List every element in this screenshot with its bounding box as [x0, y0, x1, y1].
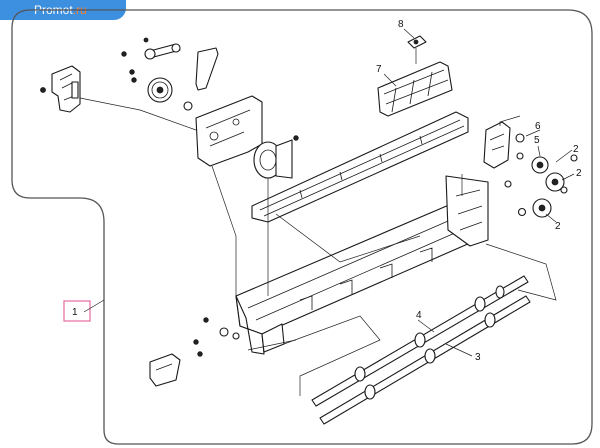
drive-gear — [147, 77, 173, 103]
screw-icon — [121, 51, 127, 57]
callout-leader — [555, 149, 573, 163]
screw-icon — [131, 77, 137, 83]
left-mount-bracket — [51, 65, 81, 113]
callout-2b: 2 — [576, 168, 582, 179]
upper-guide-bar — [251, 111, 469, 223]
assembly-frame — [11, 9, 593, 445]
callout-1-leader — [83, 299, 105, 313]
top-screw — [407, 35, 427, 49]
feed-motor — [253, 139, 293, 179]
gear-small — [531, 156, 549, 174]
main-frame — [235, 175, 489, 355]
assembly-callout-box — [63, 300, 91, 322]
right-bracket — [483, 121, 511, 169]
motor-bracket — [195, 95, 263, 167]
cam-lever — [195, 47, 219, 91]
screw-icon — [293, 135, 299, 141]
screw-icon — [129, 69, 135, 75]
bushing — [183, 101, 193, 111]
paper-guide — [377, 61, 453, 117]
washer — [232, 332, 240, 340]
callout-7: 7 — [376, 64, 382, 75]
callout-leader — [417, 319, 435, 333]
feed-roller-front — [319, 295, 531, 425]
callout-2a: 2 — [573, 144, 579, 155]
bushing — [219, 327, 229, 337]
callout-leader — [445, 343, 473, 357]
clip-icon — [560, 186, 568, 194]
screw-icon — [40, 87, 46, 93]
assembly-leaders — [79, 48, 557, 396]
drive-link-arm — [144, 43, 181, 60]
callout-leader — [545, 213, 557, 223]
callout-leader — [525, 129, 541, 137]
gear-right — [545, 172, 565, 192]
callout-8: 8 — [398, 19, 404, 30]
callout-4: 4 — [416, 310, 422, 321]
callout-2c: 2 — [555, 221, 561, 232]
callout-5: 5 — [534, 135, 540, 146]
clip-icon — [143, 37, 149, 43]
spring — [515, 133, 525, 143]
callout-leader — [537, 145, 541, 157]
callout-6: 6 — [535, 121, 541, 132]
gear-lower — [532, 198, 552, 218]
washer — [504, 180, 512, 188]
screw-icon — [203, 317, 209, 323]
callout-leader — [403, 28, 415, 39]
feed-roller-back — [311, 275, 529, 407]
clip-icon — [570, 154, 578, 162]
callout-1: 1 — [72, 307, 78, 318]
screw-icon — [193, 339, 199, 345]
washer — [516, 152, 524, 160]
callout-leader — [383, 73, 397, 87]
washer — [517, 207, 527, 217]
callout-3: 3 — [475, 352, 481, 363]
lower-left-clip — [149, 353, 181, 387]
callout-leader — [561, 173, 575, 181]
screw-icon — [197, 351, 203, 357]
